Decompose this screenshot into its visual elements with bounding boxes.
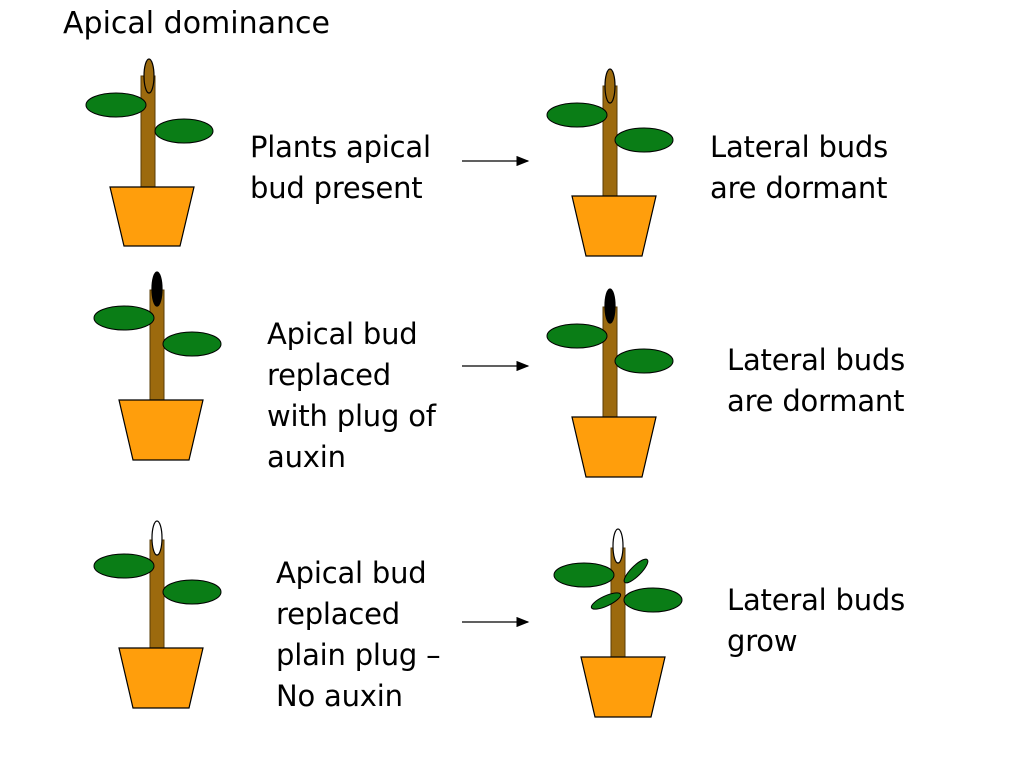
leaf bbox=[546, 323, 608, 349]
plant-row3-before bbox=[93, 520, 222, 709]
leaf bbox=[162, 331, 222, 357]
leaf bbox=[162, 579, 222, 605]
pot bbox=[118, 647, 204, 709]
leaf bbox=[546, 102, 608, 128]
plant-row1-after bbox=[546, 68, 674, 257]
leaf bbox=[623, 587, 683, 613]
pot bbox=[571, 195, 657, 257]
plant-row2-after bbox=[546, 288, 674, 478]
leaf bbox=[93, 305, 155, 331]
leaf bbox=[553, 562, 615, 588]
auxin-plug bbox=[604, 288, 616, 324]
lateral-shoot bbox=[623, 558, 649, 584]
row1-result-label: Lateral buds are dormant bbox=[710, 130, 889, 205]
row3-condition-label: Apical bud replaced plain plug – No auxi… bbox=[276, 556, 441, 713]
stem bbox=[149, 539, 165, 653]
pot bbox=[580, 656, 666, 718]
row1-condition-label: Plants apical bud present bbox=[250, 130, 431, 205]
apical-bud bbox=[604, 68, 616, 104]
row2-result-label: Lateral buds are dormant bbox=[727, 343, 906, 418]
pot bbox=[109, 186, 195, 247]
apical-bud bbox=[143, 58, 155, 94]
lateral-shoot bbox=[590, 592, 622, 610]
plant-row1-before bbox=[85, 58, 214, 247]
diagram-title: Apical dominance bbox=[63, 6, 330, 41]
pot bbox=[571, 416, 657, 478]
pot bbox=[118, 399, 204, 461]
leaf bbox=[154, 118, 214, 144]
stem bbox=[149, 289, 165, 403]
plant-row3-after bbox=[553, 528, 683, 718]
plain-plug bbox=[151, 520, 163, 556]
plain-plug bbox=[612, 528, 624, 564]
row3-result-label: Lateral buds grow bbox=[727, 583, 906, 658]
leaf bbox=[93, 553, 155, 579]
leaf bbox=[614, 127, 674, 153]
auxin-plug bbox=[151, 271, 163, 307]
plant-row2-before bbox=[93, 271, 222, 461]
stem bbox=[610, 547, 626, 661]
leaf bbox=[614, 348, 674, 374]
leaf bbox=[85, 92, 147, 118]
row2-condition-label: Apical bud replaced with plug of auxin bbox=[267, 317, 436, 474]
